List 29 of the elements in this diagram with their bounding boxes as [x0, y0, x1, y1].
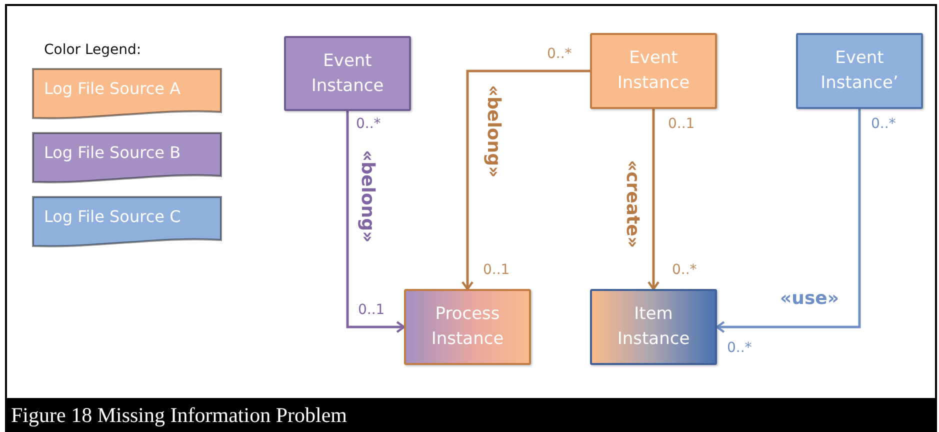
multiplicity-label: 0..1: [668, 116, 695, 132]
class-name: Event Instance: [616, 47, 691, 95]
class-box: [796, 33, 923, 109]
class-name: Event Instance: [310, 50, 385, 98]
connector-arrow: [716, 109, 861, 334]
multiplicity-label: 0..*: [727, 340, 752, 356]
edge-label: «belong»: [482, 85, 504, 178]
class-name: Process Instance: [430, 303, 505, 351]
multiplicity-label: 0..*: [356, 116, 381, 132]
figure-caption: Figure 18 Missing Information Problem: [5, 398, 937, 432]
legend-text: Log File Source A: [44, 79, 181, 98]
connector-arrow: [346, 111, 406, 334]
legend-title: Color Legend:: [44, 42, 142, 58]
multiplicity-label: 0..*: [547, 46, 572, 62]
connector-arrow: [461, 70, 590, 290]
legend-text: Log File Source B: [44, 143, 181, 162]
class-box: [284, 36, 411, 111]
class-box: [404, 289, 531, 365]
class-name: Item Instance: [616, 303, 691, 351]
legend-text: Log File Source C: [44, 207, 181, 226]
multiplicity-label: 0..*: [672, 262, 697, 278]
edge-label: «belong»: [356, 150, 378, 243]
connector-arrow: [647, 109, 660, 290]
class-name: Event Instance’: [820, 47, 900, 95]
multiplicity-label: 0..1: [483, 262, 510, 278]
class-box: [590, 33, 717, 109]
class-box: [590, 289, 717, 365]
multiplicity-label: 0..*: [871, 116, 896, 132]
multiplicity-label: 0..1: [358, 302, 385, 318]
